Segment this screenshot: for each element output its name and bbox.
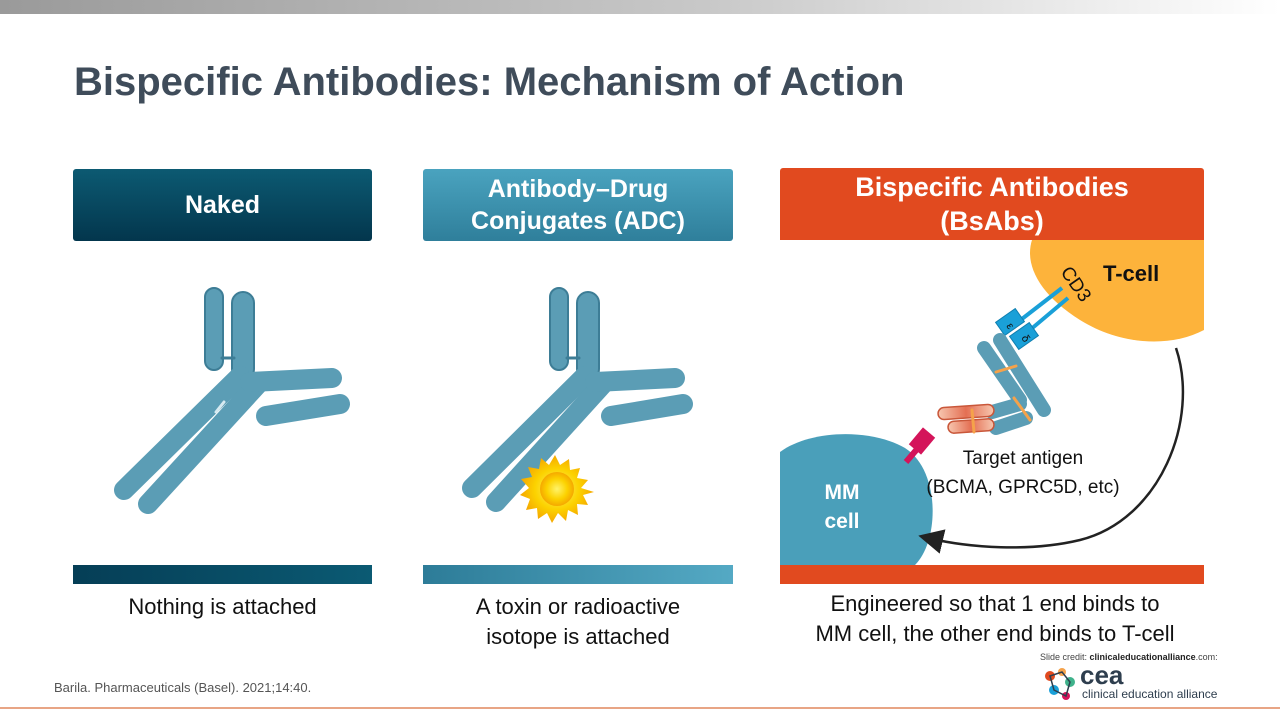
- reference-citation: Barila. Pharmaceuticals (Basel). 2021;14…: [54, 680, 312, 695]
- header-bispecific-line-1: Bispecific Antibodies: [855, 172, 1129, 202]
- mm-cell-label-line-2: cell: [824, 510, 859, 533]
- caption-bispecific-line-2: MM cell, the other end binds to T-cell: [815, 621, 1175, 646]
- tcell-label: T-cell: [1103, 261, 1159, 286]
- cd3-delta-label: δ: [1019, 333, 1032, 345]
- caption-bispecific: Engineered so that 1 end binds to MM cel…: [780, 589, 1210, 649]
- slide-credit: Slide credit: clinicaleducationalliance.…: [1040, 652, 1218, 662]
- header-bispecific: Bispecific Antibodies (BsAbs): [780, 168, 1204, 240]
- logo-subtitle: clinical education alliance: [1082, 687, 1218, 701]
- caption-adc-line-1: A toxin or radioactive: [475, 594, 681, 619]
- target-antigen-icon: [903, 427, 936, 464]
- bottom-accent-line: [0, 707, 1280, 709]
- tcell-to-mm-arrow: [918, 347, 1185, 554]
- base-bar-adc: [423, 565, 733, 584]
- base-bar-bispecific: [780, 565, 1204, 584]
- credit-prefix: Slide credit:: [1040, 652, 1088, 662]
- header-naked: Naked: [73, 169, 372, 241]
- caption-bispecific-line-1: Engineered so that 1 end binds to: [830, 591, 1160, 616]
- cd3-stalk-1: [1016, 286, 1064, 324]
- header-naked-line-1: Naked: [184, 190, 261, 219]
- mm-cell-shape: [780, 434, 933, 565]
- target-antigen-label-line-2: (BCMA, GPRC5D, etc): [926, 477, 1119, 498]
- naked-antibody-icon: [114, 287, 350, 514]
- logo-wordmark: cea: [1080, 660, 1124, 690]
- top-gradient-bar: [0, 0, 1280, 14]
- adc-antibody-icon: [462, 287, 693, 512]
- header-adc: Antibody–Drug Conjugates (ADC): [423, 169, 733, 241]
- tcell-shape: [1030, 240, 1204, 342]
- target-antigen-label-line-1: Target antigen: [963, 448, 1083, 469]
- cd3-epsilon-label: ε: [1004, 321, 1017, 332]
- mm-cell-label-line-1: MM: [825, 481, 860, 504]
- cea-logo-mark-icon: [1045, 668, 1075, 700]
- caption-adc-line-2: isotope is attached: [486, 624, 670, 649]
- cd3-delta-box: [1008, 321, 1040, 351]
- toxin-burst-icon: [520, 455, 594, 523]
- cd3-stalk-2: [1028, 296, 1070, 332]
- credit-suffix: .com:: [1195, 652, 1218, 662]
- caption-naked: Nothing is attached: [73, 592, 372, 622]
- caption-adc: A toxin or radioactive isotope is attach…: [423, 592, 733, 652]
- credit-site: clinicaleducationalliance: [1089, 652, 1196, 662]
- cea-logo: cea clinical education alliance: [1040, 660, 1240, 704]
- cd3-epsilon-box: [994, 307, 1026, 337]
- header-adc-line-1: Antibody–Drug: [487, 175, 669, 203]
- slide-title: Bispecific Antibodies: Mechanism of Acti…: [74, 60, 905, 104]
- bsab-mechanism-diagram: T-cell CD3 ε δ MM cell Target antigen (B…: [780, 240, 1204, 565]
- header-bispecific-line-2: (BsAbs): [940, 206, 1044, 236]
- header-adc-line-2: Conjugates (ADC): [471, 207, 685, 235]
- caption-naked-line-1: Nothing is attached: [128, 594, 317, 619]
- base-bar-naked: [73, 565, 372, 584]
